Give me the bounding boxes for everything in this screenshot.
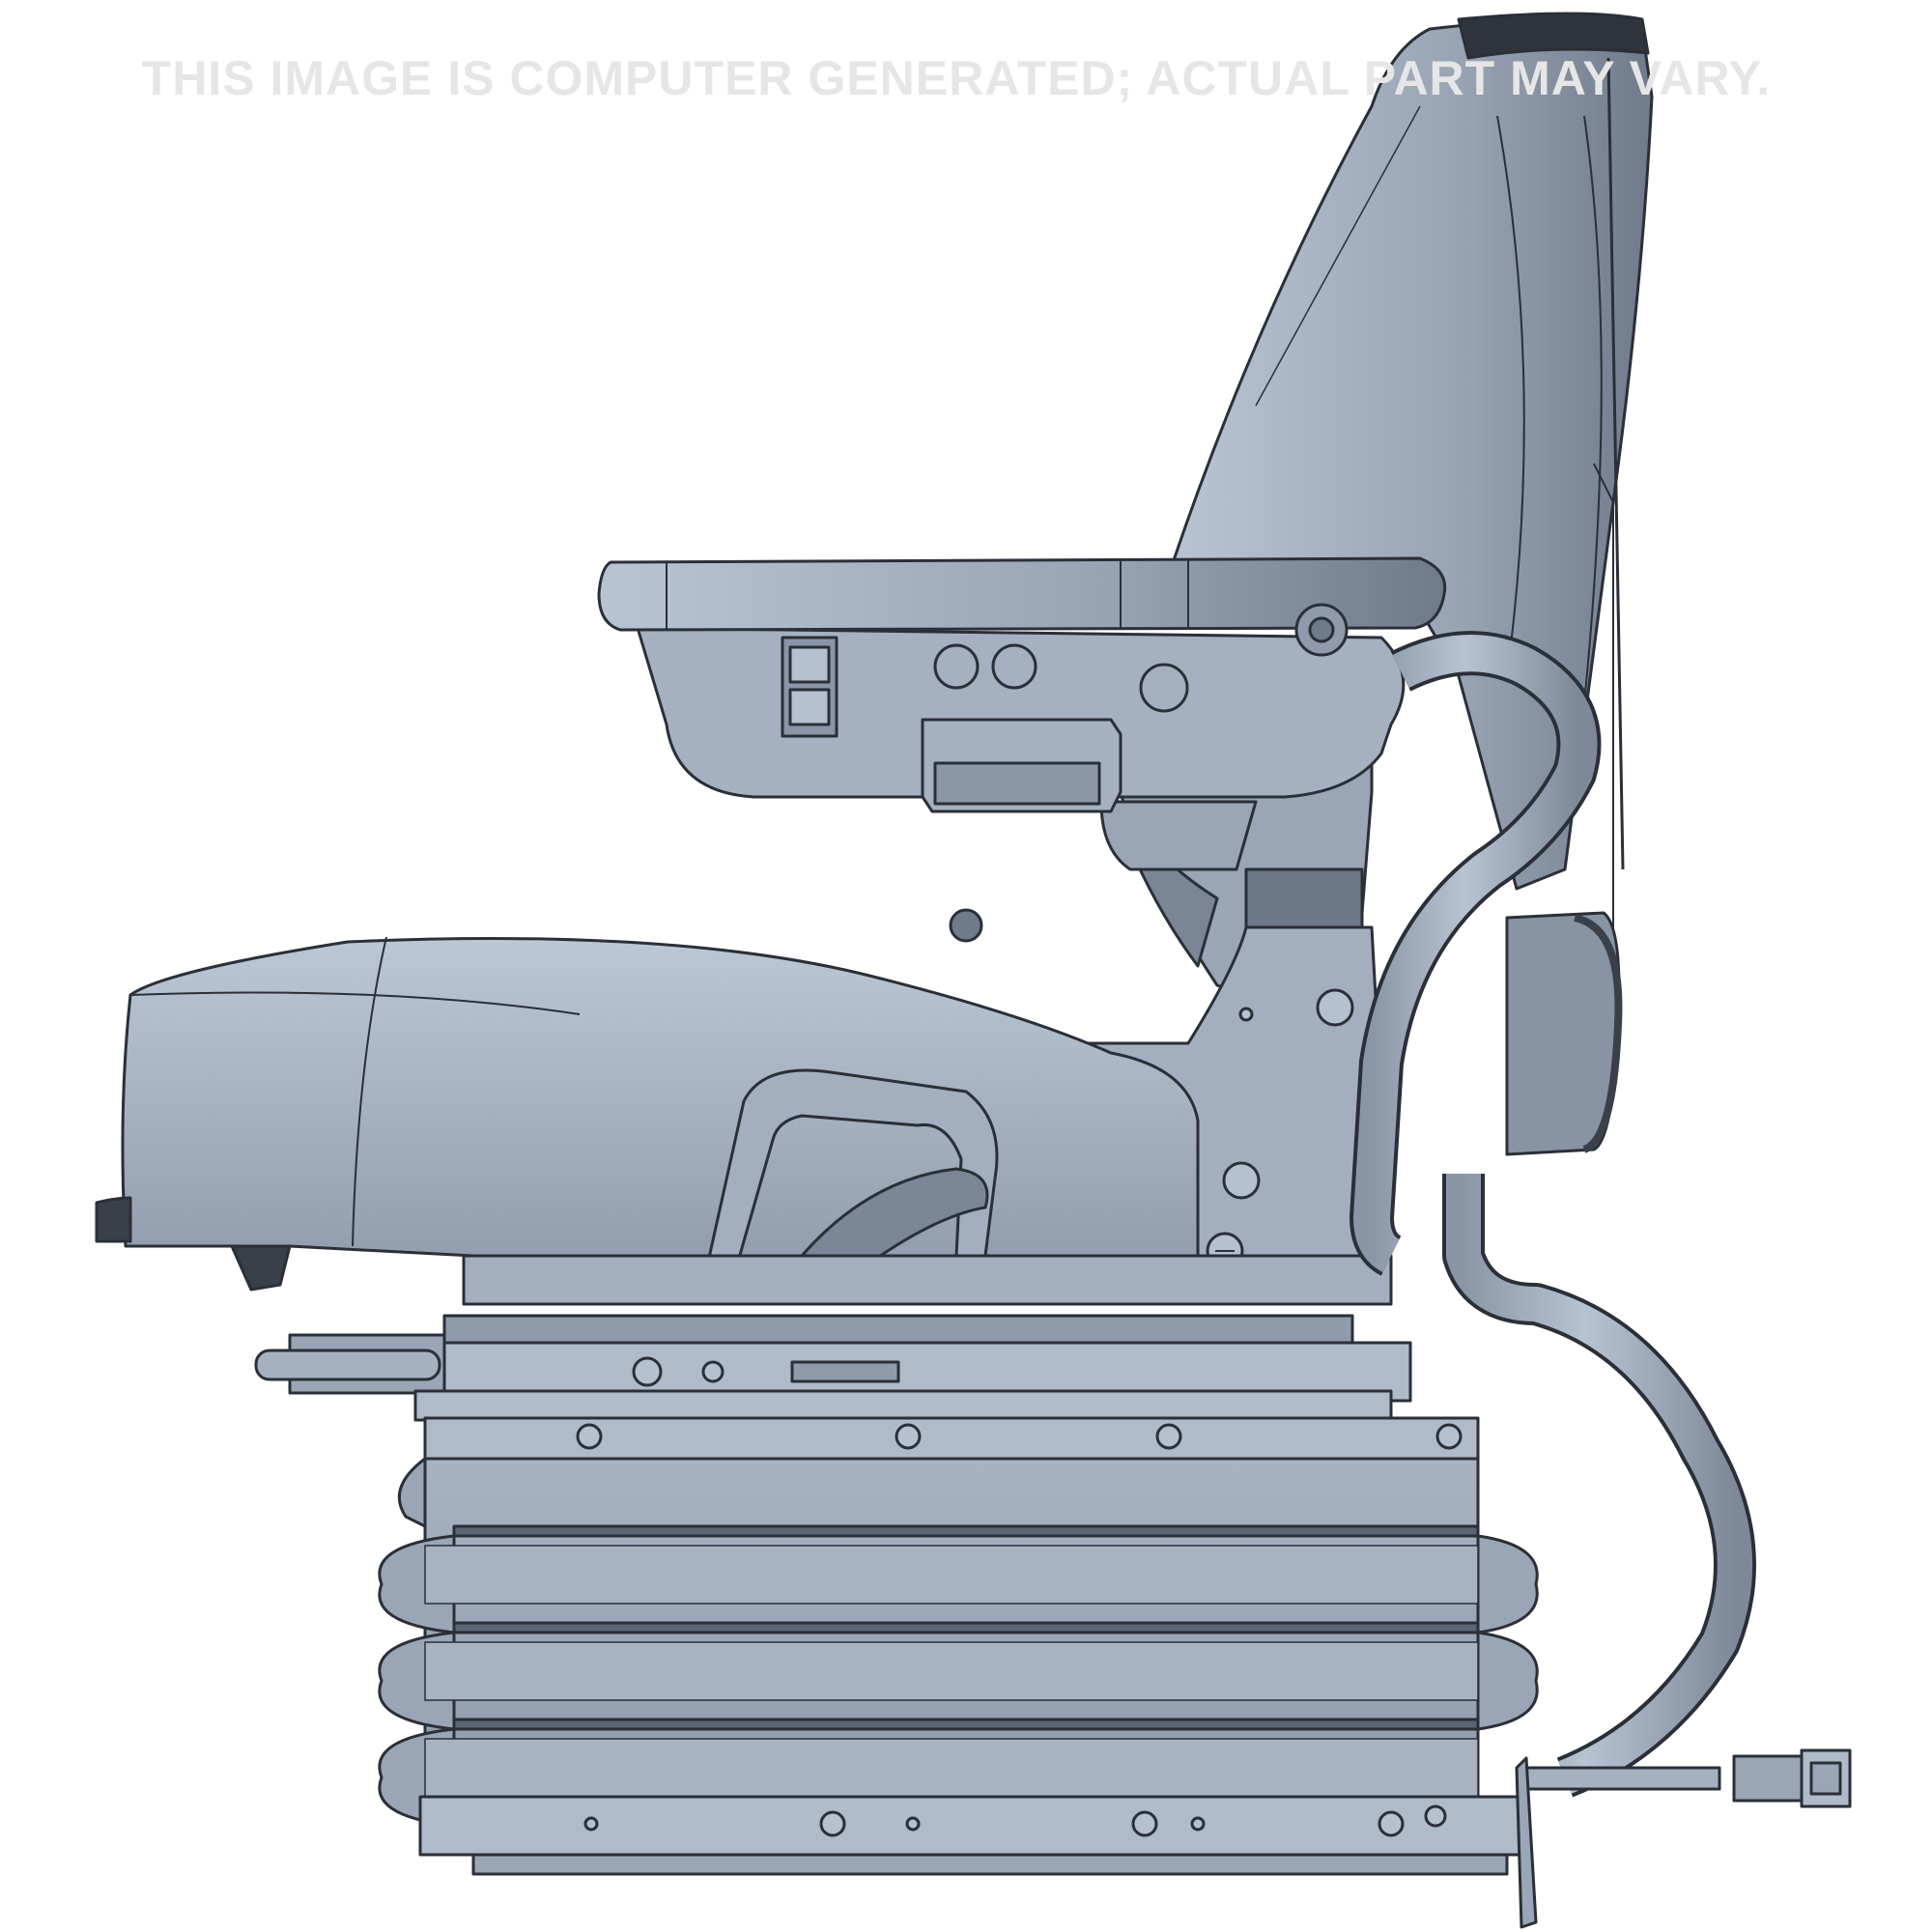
suspension-bellows <box>378 1457 1539 1828</box>
seat-cushion <box>95 936 1200 1292</box>
adjustment-ball <box>949 908 983 943</box>
air-hose <box>1350 631 1756 1798</box>
armrest <box>597 556 1447 871</box>
suspension-top-plate <box>413 1389 1480 1468</box>
control-knob-1 <box>933 643 980 690</box>
computer-generated-disclaimer: THIS IMAGE IS COMPUTER GENERATED; ACTUAL… <box>141 51 1772 105</box>
lumbar-side-pad <box>1505 911 1623 1156</box>
control-knob-3 <box>1139 663 1189 713</box>
electrical-connector <box>1515 1748 1852 1929</box>
slide-rails <box>254 1254 1412 1403</box>
base-plate <box>418 1795 1523 1876</box>
control-knob-2 <box>991 643 1037 690</box>
